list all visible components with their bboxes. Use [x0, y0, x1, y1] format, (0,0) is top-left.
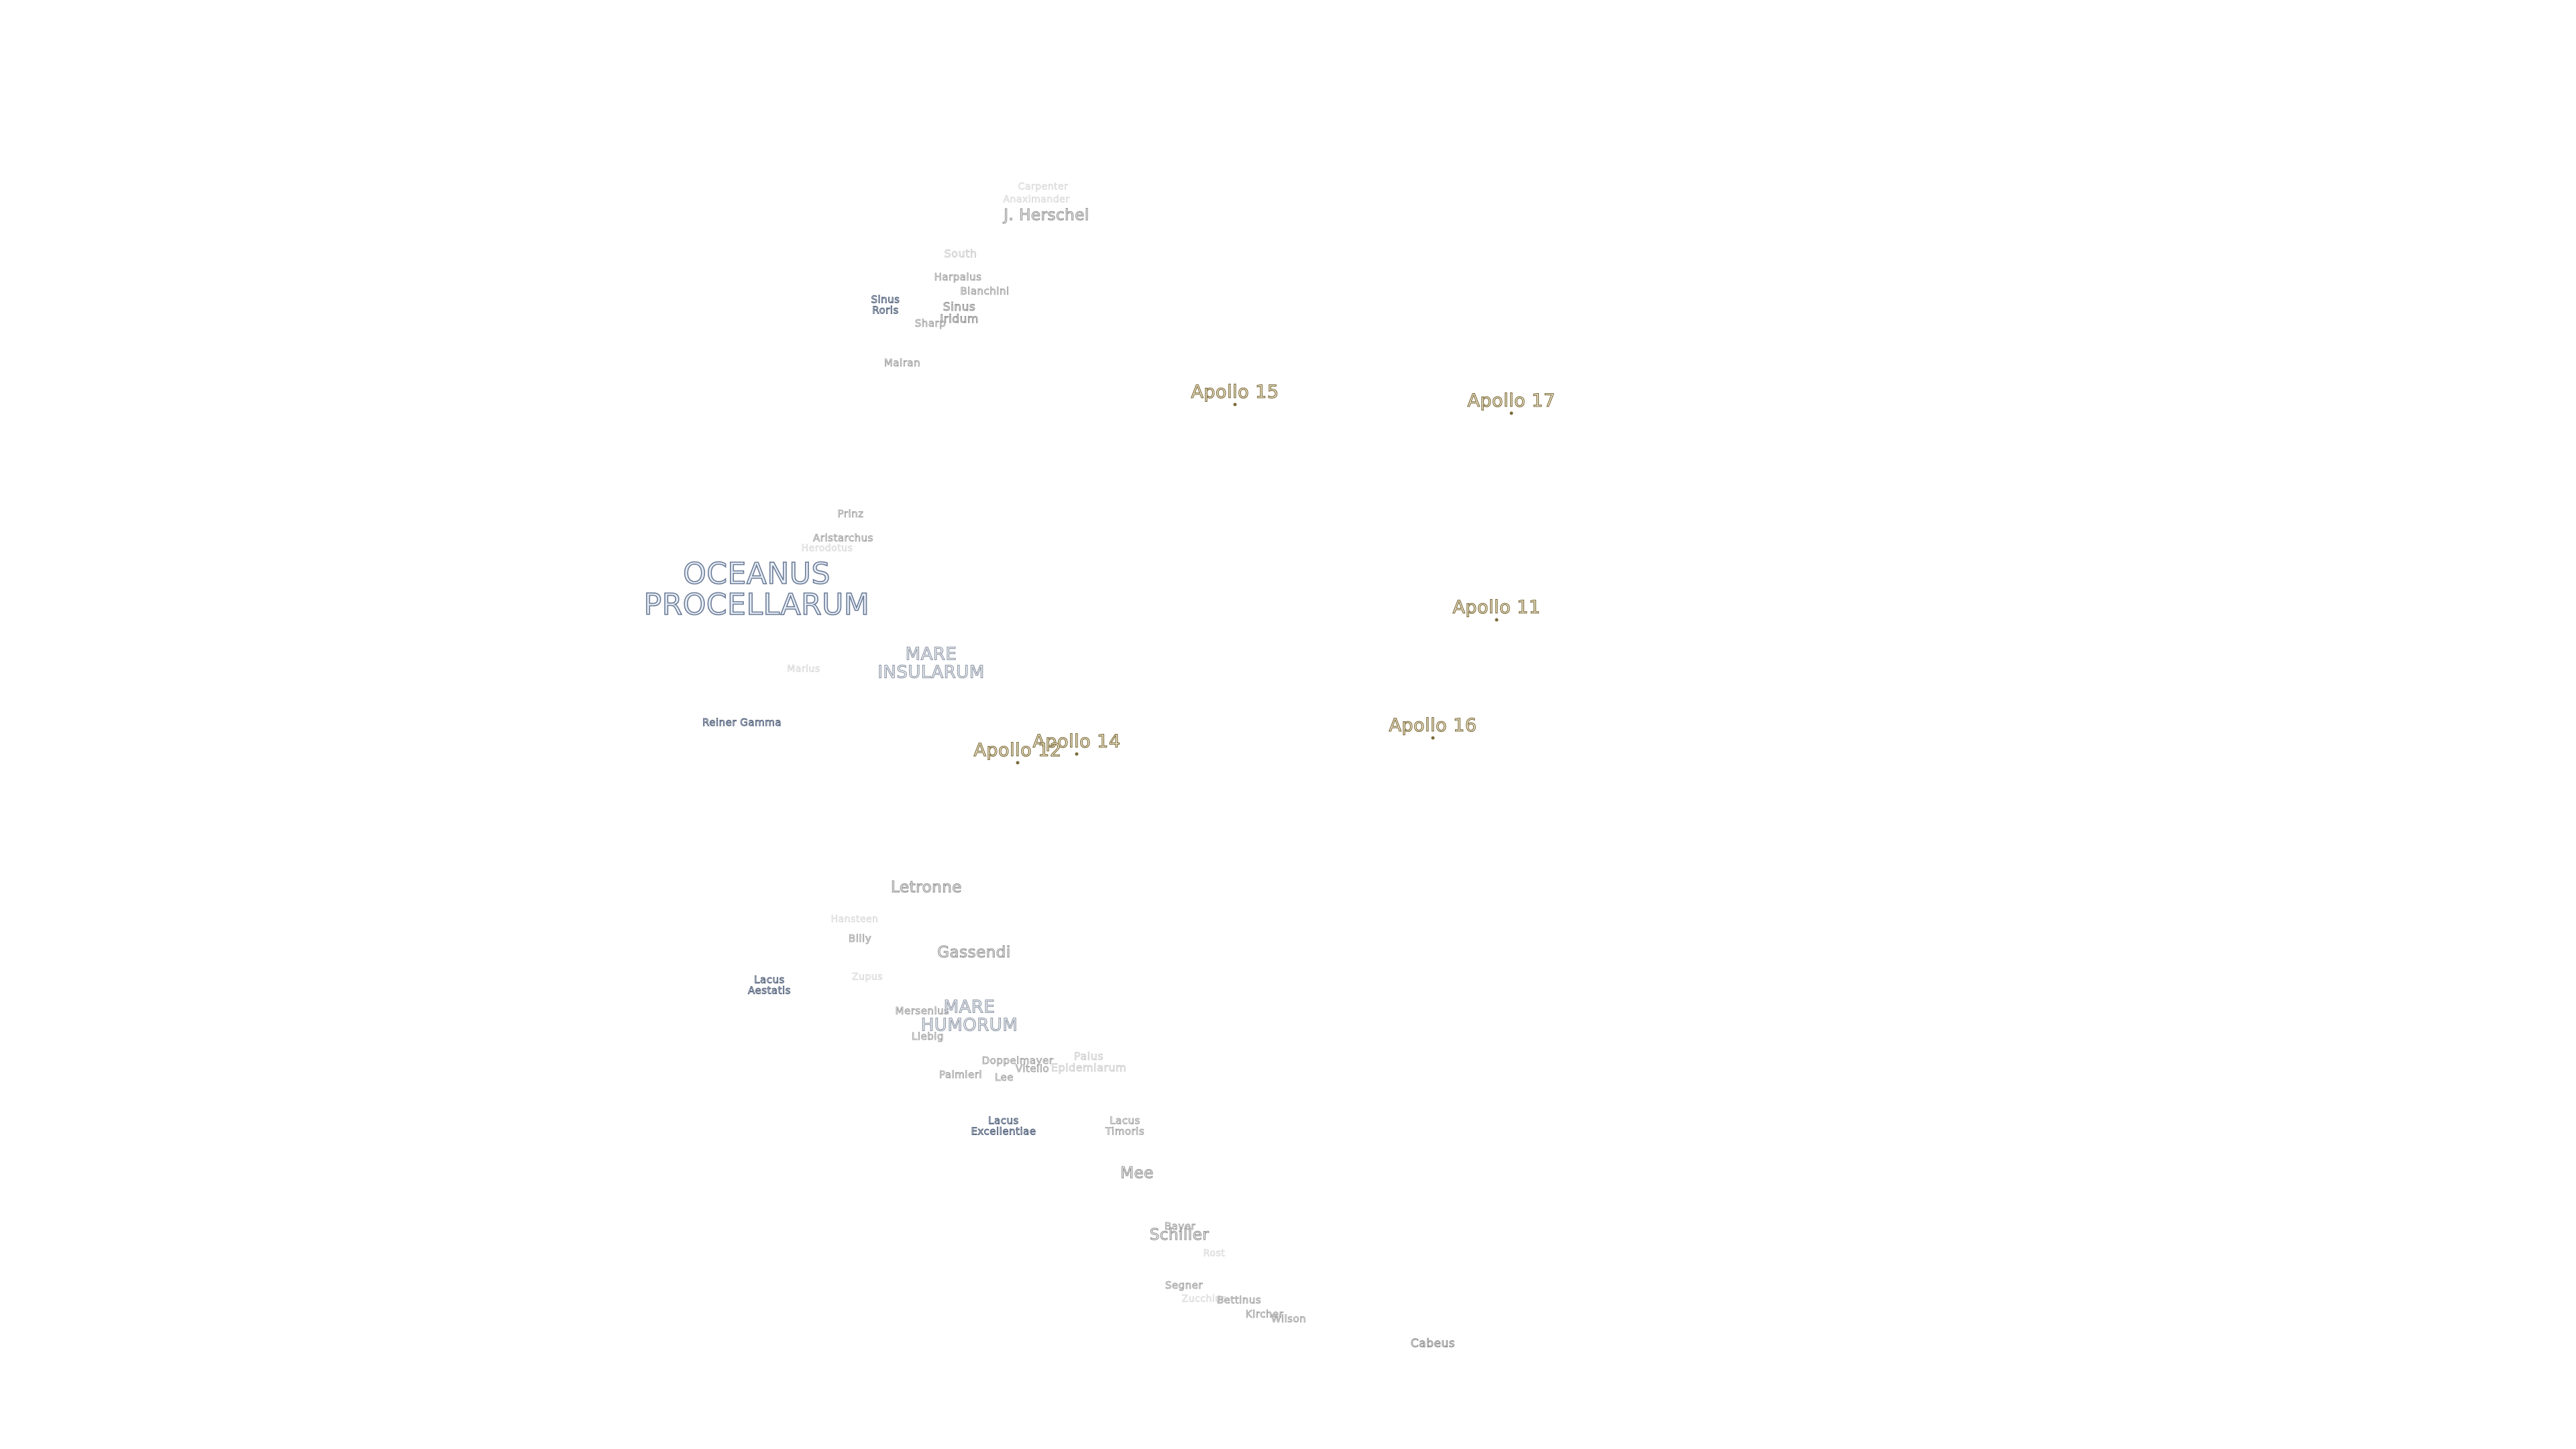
feature-label-sinus-roris: Sinus Roris — [871, 293, 900, 316]
feature-label-j-herschel: J. Herschel — [1004, 206, 1089, 224]
feature-label-mare-insularum: MARE INSULARUM — [877, 644, 985, 683]
apollo-site-label-apollo-11[interactable]: Apollo 11 — [1452, 596, 1541, 618]
feature-label-rost: Rost — [1203, 1248, 1226, 1259]
feature-label-marius: Marius — [787, 663, 820, 675]
feature-label-liebig: Liebig — [912, 1030, 944, 1043]
feature-label-segner: Segner — [1165, 1279, 1203, 1292]
feature-label-zucchius: Zucchius — [1181, 1293, 1227, 1305]
apollo-landing-marker-icon[interactable] — [1016, 761, 1020, 765]
feature-label-palmieri: Palmieri — [938, 1069, 983, 1081]
apollo-landing-marker-icon[interactable] — [1495, 618, 1499, 622]
apollo-site-label-apollo-15[interactable]: Apollo 15 — [1191, 381, 1279, 402]
feature-label-harpalus: Harpalus — [934, 271, 982, 284]
feature-label-bettinus: Bettinus — [1216, 1294, 1262, 1307]
feature-label-mare-humorum: MARE HUMORUM — [920, 997, 1018, 1036]
feature-label-lacus-aestatis: Lacus Aestatis — [748, 973, 791, 996]
feature-label-kircher: Kircher — [1245, 1308, 1284, 1321]
feature-label-billy: Billy — [848, 932, 872, 945]
feature-label-zupus: Zupus — [851, 971, 883, 983]
feature-label-letronne: Letronne — [891, 878, 962, 896]
feature-label-reiner-gamma: Reiner Gamma — [702, 716, 782, 729]
apollo-site-label-apollo-14[interactable]: Apollo 14 — [1032, 731, 1121, 752]
feature-label-hansteen: Hansteen — [830, 914, 879, 925]
feature-label-lee: Lee — [994, 1071, 1014, 1084]
feature-label-aristarchus: Aristarchus — [813, 532, 873, 545]
feature-label-schiller: Schiller — [1149, 1226, 1210, 1244]
apollo-landing-marker-icon[interactable] — [1075, 752, 1079, 756]
feature-label-anaximander: Anaximander — [1003, 194, 1070, 205]
feature-label-carpenter: Carpenter — [1018, 181, 1069, 193]
feature-label-wilson: Wilson — [1271, 1313, 1307, 1326]
feature-label-doppelmayer: Doppelmayer — [981, 1055, 1054, 1067]
feature-label-prinz: Prinz — [837, 508, 864, 521]
feature-label-sinus-iridum: Sinus Iridum — [940, 301, 979, 326]
apollo-landing-marker-icon[interactable] — [1431, 736, 1435, 740]
apollo-site-label-apollo-16[interactable]: Apollo 16 — [1389, 714, 1477, 736]
feature-label-vitello: Vitello — [1015, 1063, 1050, 1075]
feature-label-sharp: Sharp — [914, 317, 947, 330]
feature-label-lacus-excellentiae: Lacus Excellentiae — [971, 1114, 1036, 1137]
feature-label-mersenius: Mersenius — [895, 1005, 950, 1018]
apollo-site-label-apollo-17[interactable]: Apollo 17 — [1467, 390, 1556, 411]
feature-label-gassendi: Gassendi — [937, 943, 1011, 961]
apollo-site-label-apollo-12[interactable]: Apollo 12 — [973, 739, 1062, 761]
feature-label-herodotus: Herodotus — [801, 543, 853, 554]
feature-label-mairan: Mairan — [883, 357, 921, 370]
apollo-landing-marker-icon[interactable] — [1233, 402, 1237, 407]
apollo-landing-marker-icon[interactable] — [1509, 411, 1513, 415]
feature-label-lacus-timoris: Lacus Timoris — [1105, 1114, 1145, 1137]
feature-label-bianchini: Bianchini — [960, 285, 1010, 298]
feature-label-bayer: Bayer — [1164, 1220, 1196, 1233]
feature-label-south: South — [944, 247, 977, 260]
feature-label-mee: Mee — [1120, 1164, 1154, 1182]
feature-label-cabeus: Cabeus — [1410, 1337, 1456, 1351]
feature-label-oceanus-procellarum: OCEANUS PROCELLARUM — [643, 556, 870, 622]
feature-label-palus-epidemiarum: Palus Epidemiarum — [1051, 1050, 1127, 1074]
